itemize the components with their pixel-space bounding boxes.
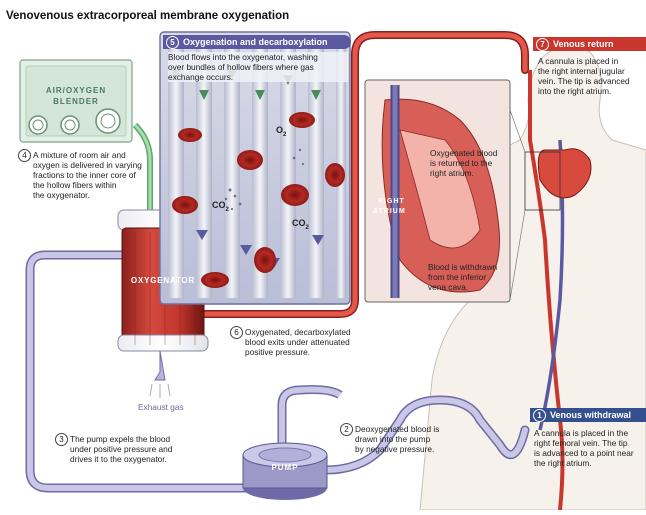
step-7-banner: Venous return bbox=[533, 37, 646, 51]
co2-label-right: CO2 bbox=[292, 218, 309, 233]
step-6-number: 6 bbox=[230, 326, 243, 339]
step-1-title: Venous withdrawal bbox=[550, 410, 631, 420]
blender-label-line1: AIR/OXYGEN bbox=[34, 86, 118, 96]
o2-label: O2 bbox=[276, 125, 286, 140]
step-1-number: 1 bbox=[533, 409, 546, 422]
diagram-title: Venovenous extracorporeal membrane oxyge… bbox=[6, 10, 289, 23]
right-atrium-label-line1: RIGHT bbox=[378, 197, 405, 207]
exhaust-gas-label: Exhaust gas bbox=[138, 402, 184, 412]
co2-label-left: CO2 bbox=[212, 200, 229, 215]
step-3-number: 3 bbox=[55, 433, 68, 446]
step-5-number: 5 bbox=[166, 36, 179, 49]
step-5-description: Blood flows into the oxygenator, washing… bbox=[168, 52, 348, 82]
blender-label-line2: BLENDER bbox=[34, 97, 118, 107]
oxygenator-label: OXYGENATOR bbox=[122, 276, 204, 286]
step-2-number: 2 bbox=[340, 423, 353, 436]
step-5-title: Oxygenation and decarboxylation bbox=[183, 37, 328, 47]
step-7-number: 7 bbox=[536, 38, 549, 51]
step-4-number: 4 bbox=[18, 149, 31, 162]
pump-label: PUMP bbox=[243, 463, 327, 473]
step-7-title: Venous return bbox=[553, 39, 614, 49]
step-5-banner: Oxygenation and decarboxylation bbox=[163, 35, 351, 49]
right-atrium-label-line2: ATRIUM bbox=[373, 207, 406, 217]
step-1-banner: Venous withdrawal bbox=[530, 408, 646, 422]
